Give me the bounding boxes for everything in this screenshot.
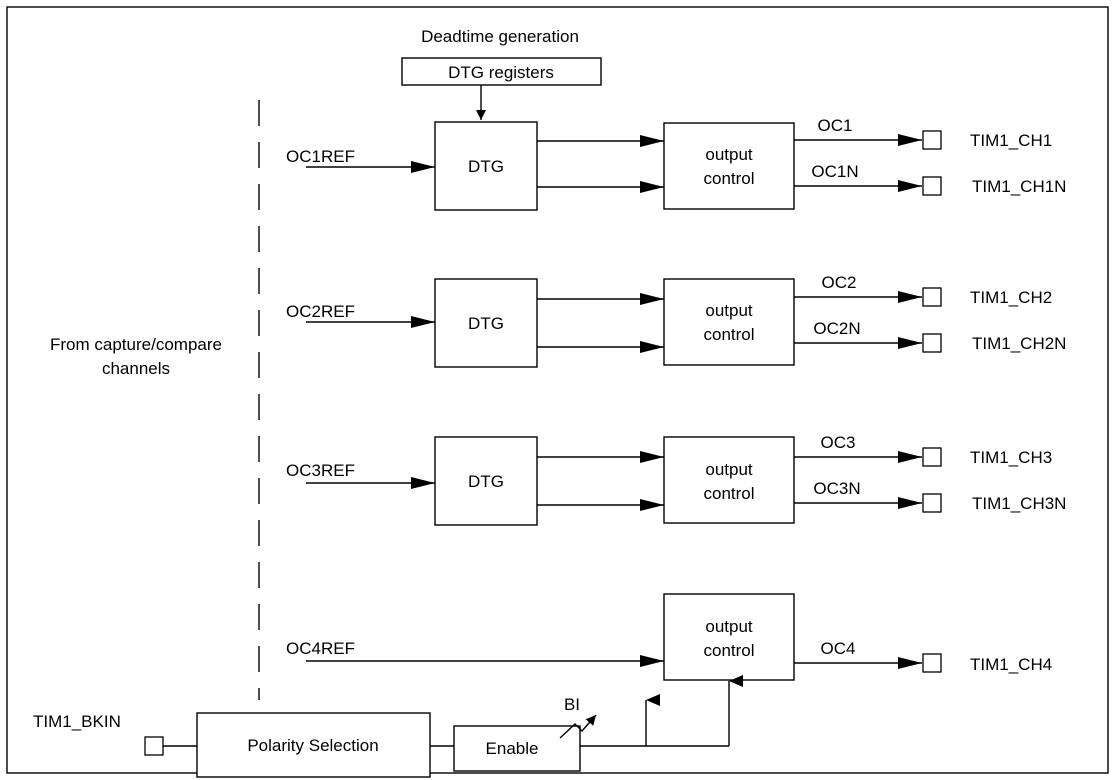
tim1-ch2n-pin: [922, 333, 942, 353]
output-control-label-3a: output: [705, 460, 753, 479]
dtg-label-3: DTG: [468, 472, 504, 491]
tim1-ch3-pin: [922, 447, 942, 467]
tim1-ch2-label: TIM1_CH2: [970, 288, 1052, 307]
dtg-registers-label: DTG registers: [448, 63, 554, 82]
tim1-ch1-pin: [922, 130, 942, 150]
tim1-ch1-label: TIM1_CH1: [970, 131, 1052, 150]
source-label-line1: From capture/compare: [50, 335, 222, 354]
oc2ref-label: OC2REF: [286, 302, 355, 321]
tim1-ch3-label: TIM1_CH3: [970, 448, 1052, 467]
dtg-label-2: DTG: [468, 314, 504, 333]
tim1-ch3n-label: TIM1_CH3N: [972, 494, 1066, 513]
channel-4: OC4REF output control OC4 TIM1_CH4: [286, 593, 1052, 681]
channel-2: OC2REF DTG output control OC2 TIM1_CH2 O…: [286, 273, 1066, 368]
tim1-ch4-pin: [922, 653, 942, 673]
output-control-label-1a: output: [705, 145, 753, 164]
bi-label: BI: [564, 695, 580, 714]
dtg-box-3: [434, 436, 538, 526]
deadtime-generation-title: Deadtime generation: [421, 27, 579, 46]
dtg-registers-box: DTG registers: [401, 57, 602, 86]
oc1n-label: OC1N: [811, 162, 858, 181]
polarity-selection-label: Polarity Selection: [247, 736, 378, 755]
output-control-box-1: [663, 122, 795, 210]
oc4-label: OC4: [821, 639, 856, 658]
output-control-label-4b: control: [703, 641, 754, 660]
output-control-box-2: [663, 278, 795, 366]
output-control-label-4a: output: [705, 617, 753, 636]
oc1-label: OC1: [818, 116, 853, 135]
dtg-box-2: [434, 278, 538, 368]
tim1-ch1n-pin: [922, 176, 942, 196]
enable-box: [453, 725, 581, 772]
oc3-label: OC3: [821, 433, 856, 452]
bi-enable-arrow: [559, 714, 597, 739]
oc2n-label: OC2N: [813, 319, 860, 338]
source-label-line2: channels: [102, 359, 170, 378]
oc3ref-label: OC3REF: [286, 461, 355, 480]
output-control-label-2a: output: [705, 301, 753, 320]
enable-label: Enable: [486, 739, 539, 758]
tim1-ch2n-label: TIM1_CH2N: [972, 334, 1066, 353]
output-control-label-1b: control: [703, 169, 754, 188]
oc1ref-label: OC1REF: [286, 147, 355, 166]
channel-3: OC3REF DTG output control OC3 TIM1_CH3 O…: [286, 433, 1066, 526]
tim1-ch4-label: TIM1_CH4: [970, 655, 1052, 674]
oc4ref-label: OC4REF: [286, 639, 355, 658]
channel-1: OC1REF DTG output control OC1 TIM1_CH1 O…: [286, 116, 1066, 211]
tim1-bkin-pin: [144, 736, 164, 756]
dtg-label-1: DTG: [468, 157, 504, 176]
break-chain: TIM1_BKIN Polarity Selection Enable BI: [33, 675, 743, 778]
outer-frame: [6, 6, 1109, 774]
tim1-bkin-label: TIM1_BKIN: [33, 712, 121, 731]
output-control-label-2b: control: [703, 325, 754, 344]
output-control-label-3b: control: [703, 484, 754, 503]
tim1-ch3n-pin: [922, 493, 942, 513]
dtg-box-1: [434, 121, 538, 211]
output-control-box-3: [663, 436, 795, 524]
oc2-label: OC2: [822, 273, 857, 292]
polarity-selection-box: [196, 712, 431, 778]
oc3n-label: OC3N: [813, 479, 860, 498]
tim1-ch2-pin: [922, 287, 942, 307]
tim1-ch1n-label: TIM1_CH1N: [972, 177, 1066, 196]
output-control-box-4: [663, 593, 795, 681]
